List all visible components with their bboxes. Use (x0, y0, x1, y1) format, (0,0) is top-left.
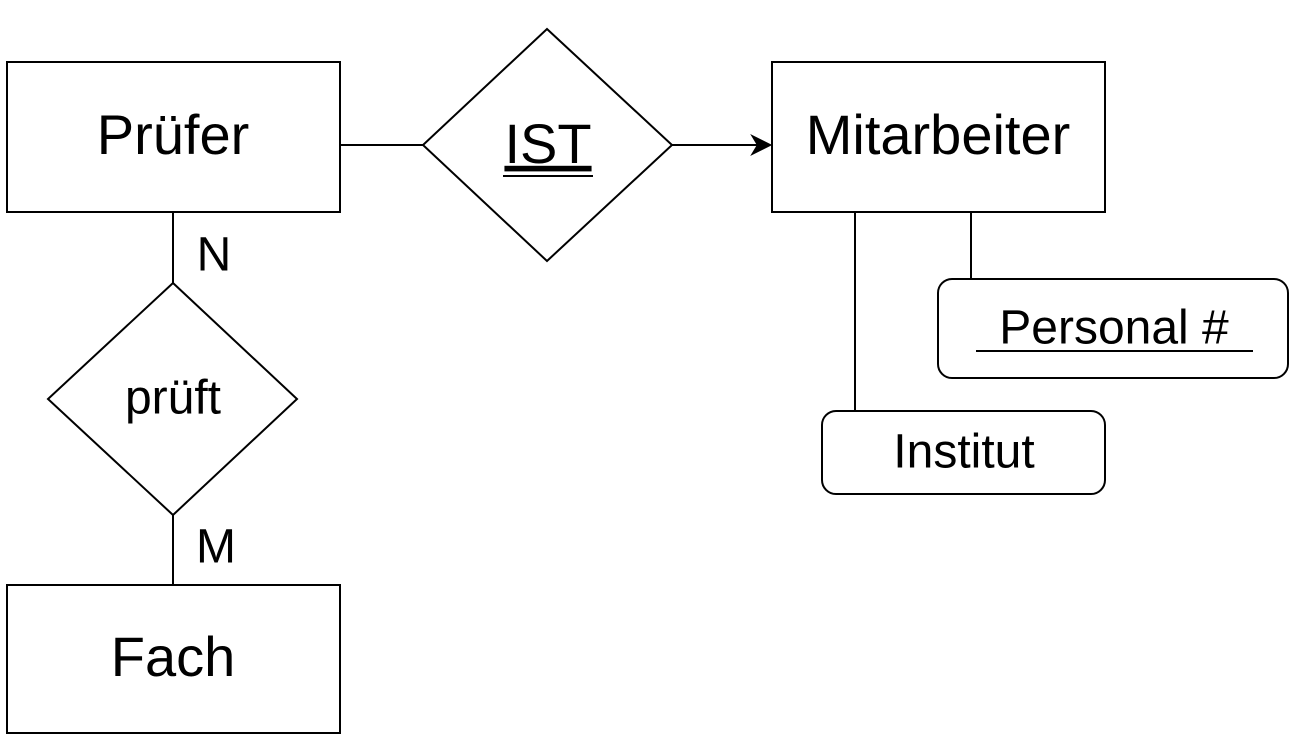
entity-mitarbeiter-label: Mitarbeiter (806, 103, 1071, 166)
entity-pruefer-label: Prüfer (97, 103, 250, 166)
entity-pruefer[interactable]: Prüfer (6, 61, 341, 213)
entity-mitarbeiter-box (771, 61, 1106, 213)
entity-pruefer-box (6, 61, 341, 213)
relationship-ist[interactable]: IST (421, 27, 674, 263)
relationship-ist-diamond (421, 27, 674, 263)
attribute-institut-box (821, 410, 1106, 495)
relationship-prueft-diamond (46, 281, 299, 517)
relationship-prueft-label: prüft (125, 372, 221, 425)
entity-mitarbeiter[interactable]: Mitarbeiter (771, 61, 1106, 213)
attribute-institut[interactable]: Institut (821, 410, 1106, 495)
relationship-prueft[interactable]: prüft (46, 281, 299, 517)
entity-fach-label: Fach (111, 625, 236, 688)
attribute-personal-nr-label: Personal # (999, 302, 1229, 355)
cardinality-m: M (196, 521, 236, 574)
entity-fach[interactable]: Fach (6, 584, 341, 734)
attribute-personal-nr[interactable]: Personal # (937, 278, 1289, 379)
attribute-institut-label: Institut (893, 426, 1034, 479)
attribute-personal-nr-box (937, 278, 1289, 379)
relationship-ist-label: IST (504, 112, 591, 175)
entity-fach-box (6, 584, 341, 734)
cardinality-n: N (197, 229, 232, 282)
